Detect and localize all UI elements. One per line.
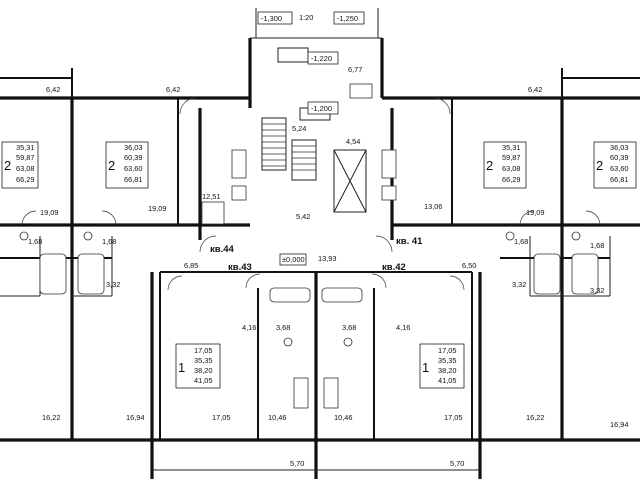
elevation-landing-1: -1,220 [311,54,332,63]
unit-1-area-living: 35,31 [16,143,35,152]
room-area: 5,42 [296,212,310,221]
unit-box-5: 1 17,05 35,35 38,20 41,05 [175,343,221,389]
room-area: 5,70 [290,459,304,468]
room-area: 19,09 [148,204,167,213]
room-area: 1,68 [28,237,42,246]
apartment-labels: кв.44 кв.43 кв.42 кв. 41 [210,236,423,273]
unit-6-area-full: 41,05 [438,376,457,385]
unit-6-area-living: 17,05 [438,346,457,355]
room-area: 3,68 [342,323,356,332]
unit-1-area-total: 59,87 [16,153,35,162]
elevation-top-right: -1,250 [337,14,358,23]
elevation-ground: ±0,000 [282,255,305,264]
room-area: 19,09 [40,208,59,217]
room-area: 6,42 [46,85,60,94]
unit-6-rooms: 1 [422,360,429,375]
scale-mark: 1:20 [299,13,313,22]
unit-5-area-total: 35,35 [194,356,213,365]
room-area: 17,05 [212,413,231,422]
apartment-44-label: кв.44 [210,244,235,255]
unit-box-4: 2 36,03 60,39 63,60 66,81 [593,141,637,189]
room-area: 4,16 [396,323,410,332]
exterior-walls [0,8,640,479]
unit-3-area-balcony: 63,08 [502,164,521,173]
unit-2-area-total: 60,39 [124,153,143,162]
unit-3-area-total: 59,87 [502,153,521,162]
unit-5-area-balcony: 38,20 [194,366,213,375]
unit-3-rooms: 2 [486,158,493,173]
apartment-42-label: кв.42 [382,262,406,273]
room-area: 10,46 [334,413,353,422]
room-area: 16,94 [610,420,629,429]
room-area: 17,05 [444,413,463,422]
unit-5-rooms: 1 [178,360,185,375]
room-area: 16,22 [42,413,61,422]
apartment-41-label: кв. 41 [396,236,423,247]
apartment-43-label: кв.43 [228,262,252,273]
room-area: 4,16 [242,323,256,332]
elevation-landing-2: -1,200 [311,104,332,113]
room-area: 10,46 [268,413,287,422]
unit-6-area-total: 35,35 [438,356,457,365]
room-area-labels: 6,42 6,42 6,42 6,77 5,24 4,54 12,51 5,42… [28,65,629,468]
room-area: 3,32 [512,280,526,289]
room-area: 6,77 [348,65,362,74]
elevation-labels: -1,300 1:20 -1,250 -1,220 -1,200 ±0,000 [257,11,365,266]
unit-2-rooms: 2 [108,158,115,173]
room-area: 12,51 [202,192,221,201]
unit-box-3: 2 35,31 59,87 63,08 66,29 [483,141,527,189]
unit-4-area-total: 60,39 [610,153,629,162]
unit-6-area-balcony: 38,20 [438,366,457,375]
unit-box-1: 2 35,31 59,87 63,08 66,29 [1,141,39,189]
room-area: 19,09 [526,208,545,217]
room-area: 6,42 [166,85,180,94]
unit-2-area-living: 36,03 [124,143,143,152]
unit-2-area-full: 66,81 [124,175,143,184]
room-area: 1,68 [102,237,116,246]
unit-5-area-living: 17,05 [194,346,213,355]
room-area: 6,42 [528,85,542,94]
staircase [261,47,367,213]
unit-box-2: 2 36,03 60,39 63,60 66,81 [105,141,149,189]
unit-1-rooms: 2 [4,158,11,173]
elevation-top-left: -1,300 [261,14,282,23]
unit-4-area-balcony: 63,60 [610,164,629,173]
room-area: 6,85 [184,261,198,270]
unit-2-area-balcony: 63,60 [124,164,143,173]
room-area: 4,54 [346,137,360,146]
door-swings [21,97,601,291]
unit-4-area-full: 66,81 [610,175,629,184]
unit-1-area-balcony: 63,08 [16,164,35,173]
room-area: 13,93 [318,254,337,263]
room-area: 16,94 [126,413,145,422]
room-area: 3,68 [276,323,290,332]
room-area: 1,68 [590,241,604,250]
unit-5-area-full: 41,05 [194,376,213,385]
room-area: 16,22 [526,413,545,422]
room-area: 5,24 [292,124,306,133]
room-area: 1,68 [514,237,528,246]
unit-4-area-living: 36,03 [610,143,629,152]
room-area: 13,06 [424,202,443,211]
room-area: 6,50 [462,261,476,270]
bathroom-fixtures [19,83,599,409]
room-area: 3,32 [590,286,604,295]
unit-3-area-full: 66,29 [502,175,521,184]
unit-box-6: 1 17,05 35,35 38,20 41,05 [419,343,465,389]
room-area: 5,70 [450,459,464,468]
unit-4-rooms: 2 [596,158,603,173]
unit-1-area-full: 66,29 [16,175,35,184]
unit-3-area-living: 35,31 [502,143,521,152]
room-area: 3,32 [106,280,120,289]
